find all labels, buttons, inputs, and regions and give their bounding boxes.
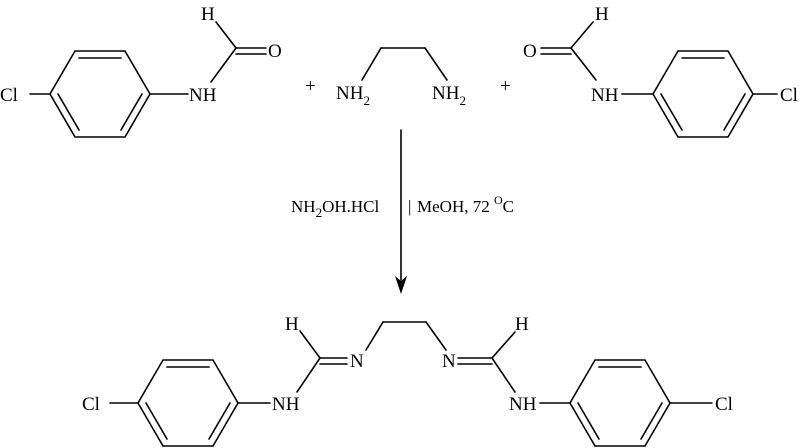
diamine-bond-left xyxy=(361,47,382,81)
conditions-separator: | xyxy=(408,197,411,216)
product-left-n-label: N xyxy=(350,351,364,372)
arrow-head xyxy=(395,276,407,294)
product-molecule: Cl NH H N N H NH Cl xyxy=(82,314,733,447)
product-left-nh-label: NH xyxy=(272,394,300,415)
product-left-cl-label: Cl xyxy=(82,394,100,415)
product-right-h-label: H xyxy=(515,314,529,335)
diamine-right-nh2-label: NH2 xyxy=(432,83,466,108)
product-left-h-label: H xyxy=(285,314,299,335)
plus-sign-right: + xyxy=(500,76,511,97)
reactant-left-cl-label: Cl xyxy=(0,85,18,106)
reactant-left-benzene-ring xyxy=(49,50,151,138)
reactant-left-h-label: H xyxy=(201,4,215,25)
plus-sign-left: + xyxy=(305,76,316,97)
product-left-benzene-ring xyxy=(137,359,239,447)
diamine-molecule: NH2 NH2 xyxy=(336,47,466,108)
product-right-n-label: N xyxy=(442,351,456,372)
product-right-benzene-ring xyxy=(569,359,671,447)
product-right-ch-bond xyxy=(491,331,516,359)
reactant-right-benzene-ring xyxy=(652,50,754,138)
reactant-left-molecule: Cl NH H O xyxy=(0,4,282,138)
reactant-right-molecule: O H NH Cl xyxy=(523,4,798,138)
product-linker-bond-left xyxy=(365,321,384,351)
conditions-solvent-temperature: MeOH, 72 OC xyxy=(417,193,514,216)
reactant-right-o-label: O xyxy=(523,41,537,62)
reactant-left-o-label: O xyxy=(268,41,282,62)
reactant-right-h-label: H xyxy=(595,4,609,25)
reactant-left-ch-bond xyxy=(215,21,237,49)
reactant-right-nc-bond xyxy=(570,47,597,81)
product-right-nh-label: NH xyxy=(509,394,537,415)
diamine-left-nh2-label: NH2 xyxy=(336,83,370,108)
reactant-left-nh-label: NH xyxy=(189,85,217,106)
product-right-cl-label: Cl xyxy=(715,394,733,415)
reactant-right-ch-bond xyxy=(570,21,594,49)
product-left-ch-bond xyxy=(299,330,321,359)
diamine-bond-right xyxy=(424,47,448,81)
reaction-arrow xyxy=(395,129,407,294)
product-linker-bond-right xyxy=(425,321,447,351)
product-right-nc-bond xyxy=(491,357,516,393)
reactant-left-nc-bond xyxy=(210,47,237,83)
product-left-nc-bond xyxy=(296,357,321,393)
reactant-right-cl-label: Cl xyxy=(780,85,798,106)
reactant-right-nh-label: NH xyxy=(591,85,619,106)
conditions-reagent: NH2OH.HCl xyxy=(291,197,379,220)
